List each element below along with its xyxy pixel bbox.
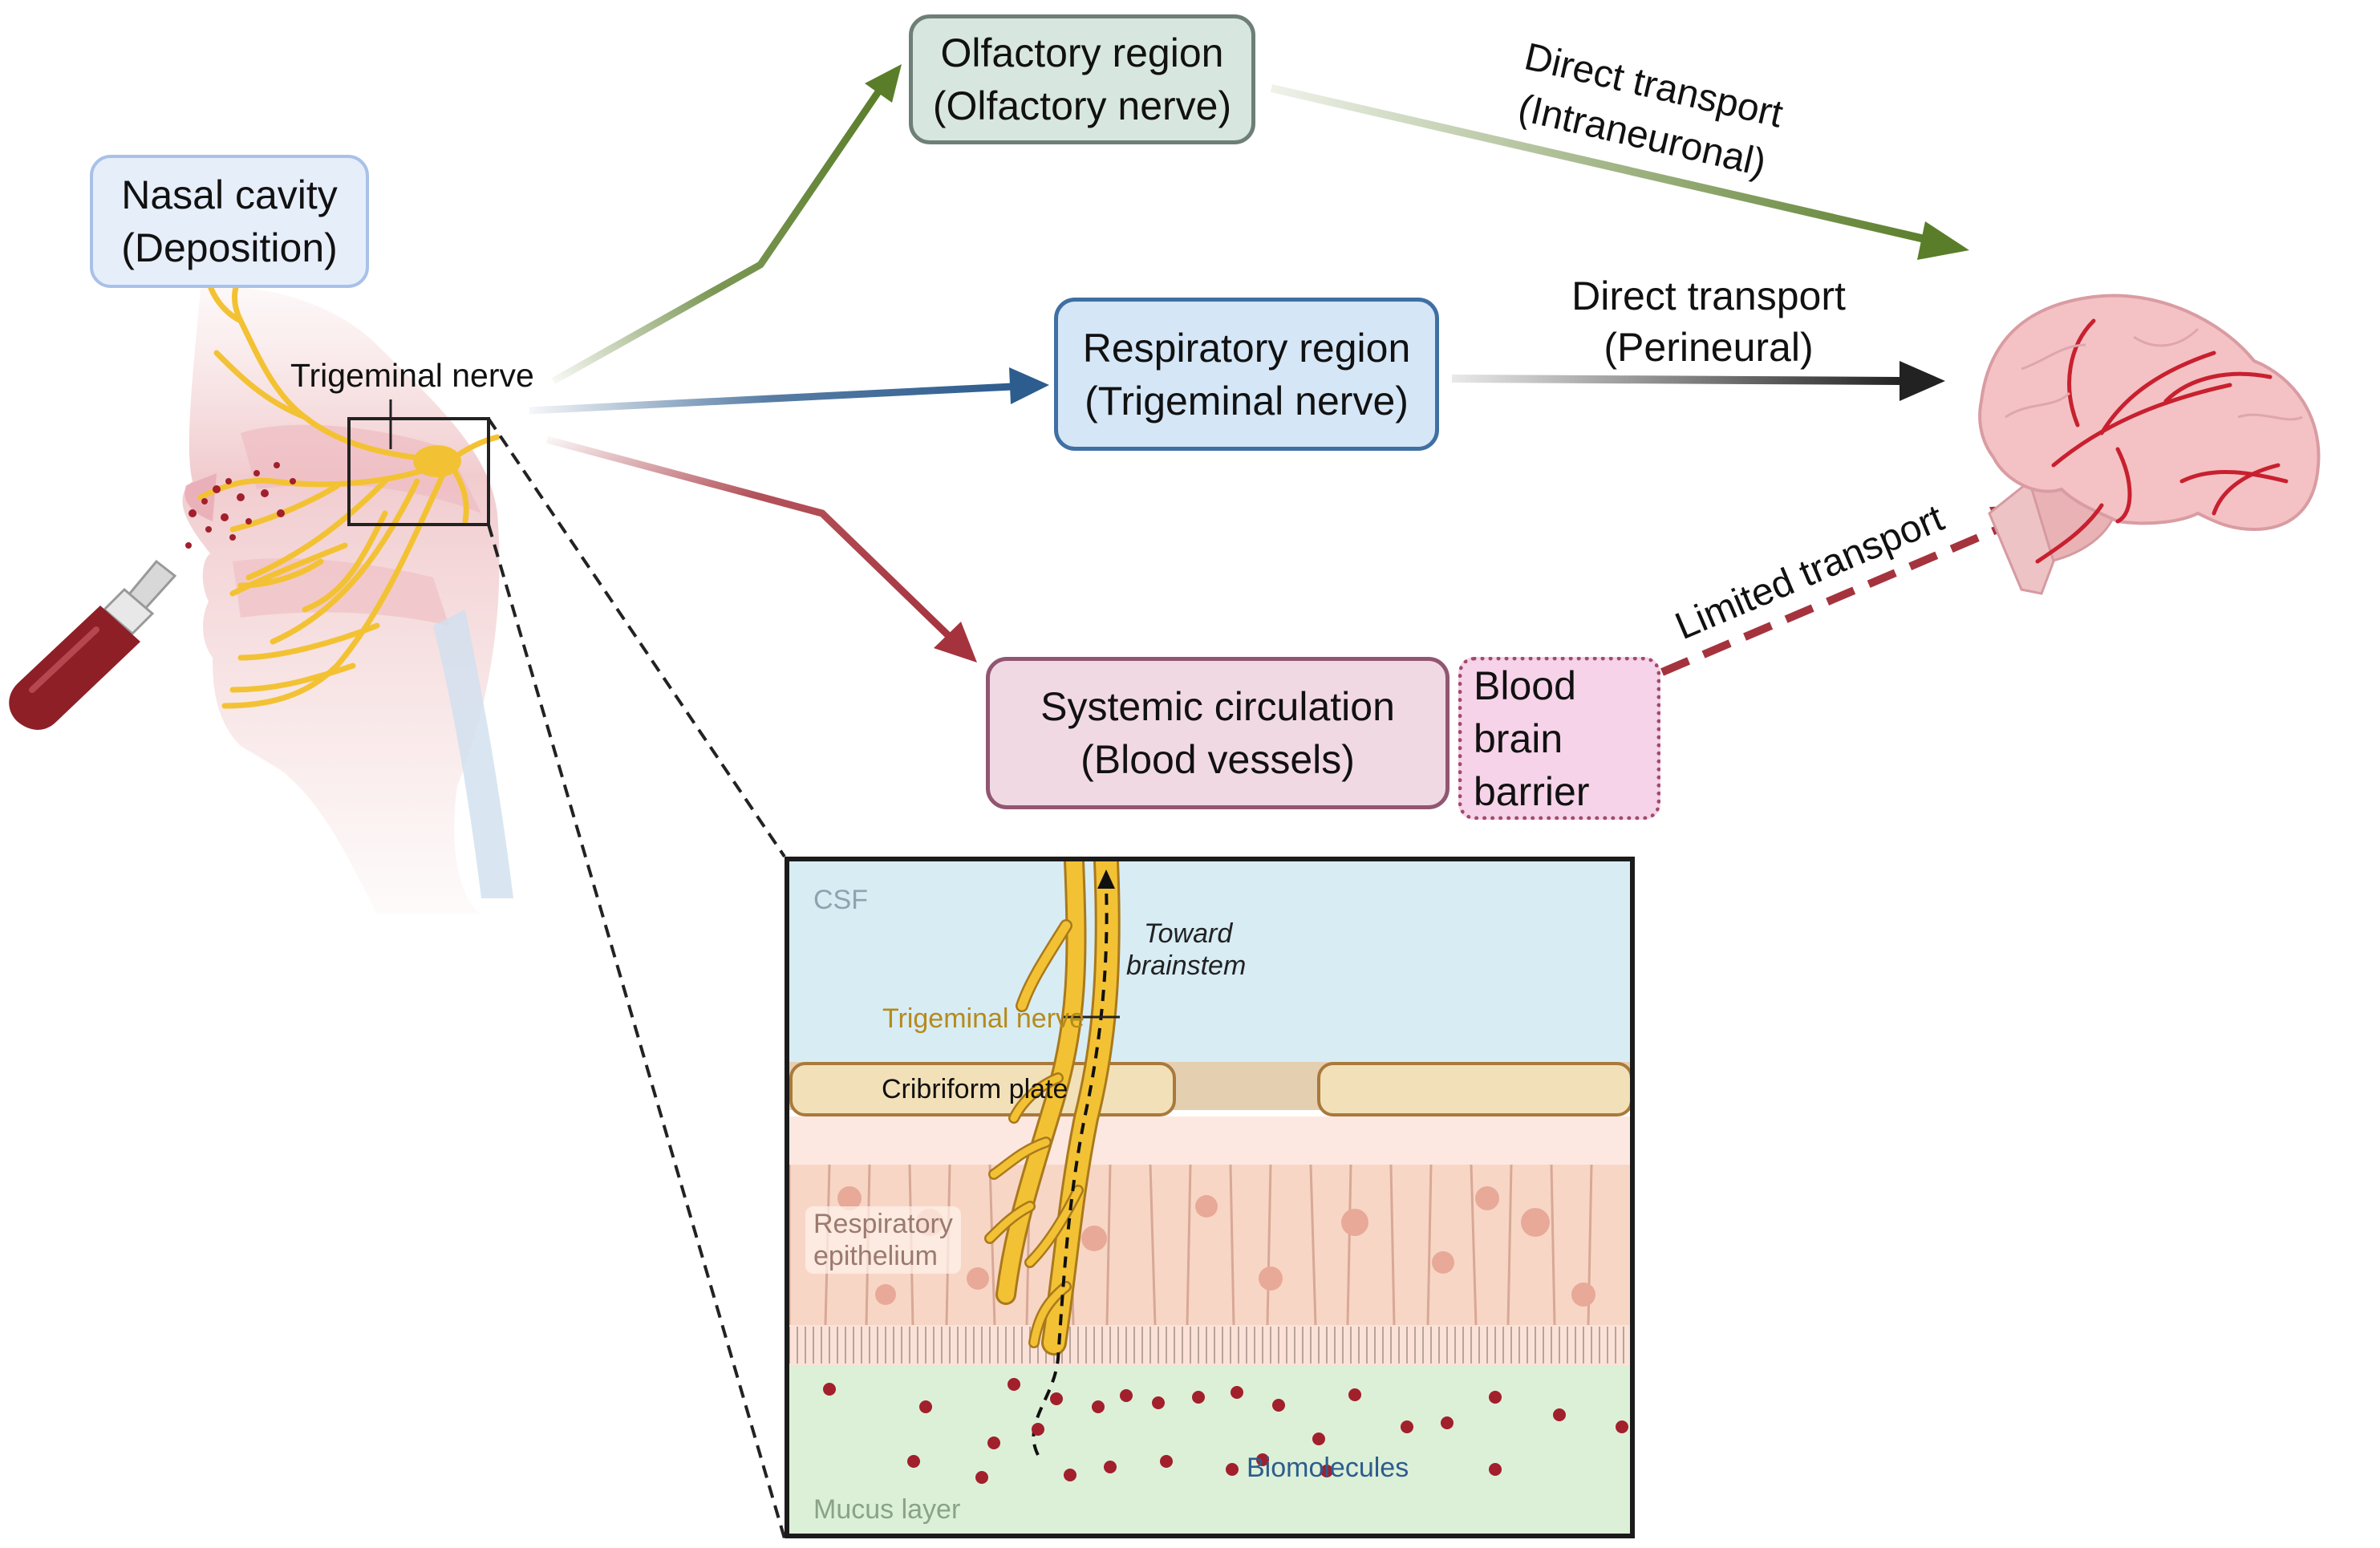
- head-illustration: [182, 287, 513, 914]
- spray-droplets: [185, 462, 296, 549]
- toward-brainstem-line2: brainstem: [1126, 950, 1247, 981]
- inset-illustration: [789, 861, 1630, 1534]
- perineural-label: Direct transport (Perineural): [1548, 270, 1869, 373]
- respiratory-region-box: Respiratory region (Trigeminal nerve): [1054, 298, 1439, 451]
- respiratory-arrow-head: [1009, 367, 1049, 404]
- intraneuronal-transport-arrow: [1270, 84, 1933, 245]
- submucosa-layer: [789, 1116, 1630, 1165]
- blood-brain-barrier-box: Blood brain barrier: [1458, 657, 1660, 820]
- systemic-circulation-subtitle: (Blood vessels): [1081, 737, 1355, 782]
- respiratory-epithelium-line1: Respiratory: [813, 1209, 953, 1239]
- perineural-label-line2: (Perineural): [1604, 325, 1814, 370]
- limited-label-text: Limited transport: [1669, 496, 1950, 647]
- perineural-transport-arrow: [1451, 375, 1904, 385]
- systemic-pathway-arrow: [545, 436, 954, 641]
- bbb-line1: Blood: [1474, 663, 1576, 708]
- respiratory-epithelium-label: Respiratory epithelium: [805, 1206, 961, 1274]
- trigeminal-ganglion: [413, 445, 461, 477]
- perineural-arrow-head: [1900, 361, 1945, 401]
- inset-trigeminal-label: Trigeminal nerve: [882, 1003, 1085, 1034]
- nasal-cavity-title: Nasal cavity: [121, 172, 338, 217]
- intraneuronal-arrow-head: [1917, 221, 1969, 260]
- epithelial-cells: [789, 1164, 1593, 1326]
- toward-brainstem-line1: Toward: [1144, 918, 1233, 949]
- mucus-layer: [789, 1365, 1630, 1534]
- transport-arrow-head: [1097, 869, 1115, 889]
- systemic-circulation-box: Systemic circulation (Blood vessels): [986, 657, 1449, 809]
- cribriform-plate-label: Cribriform plate: [882, 1074, 1068, 1104]
- olfactory-region-title: Olfactory region: [940, 30, 1224, 75]
- zoom-dashed-line-top: [487, 417, 786, 858]
- trigeminal-nerve-label: Trigeminal nerve: [290, 357, 534, 394]
- limited-label: Limited transport: [1669, 496, 1950, 647]
- limited-transport-arrow: [1660, 525, 1999, 676]
- olfactory-region-box: Olfactory region (Olfactory nerve): [909, 14, 1255, 144]
- biomolecules-label: Biomolecules: [1247, 1453, 1409, 1483]
- csf-label: CSF: [813, 885, 868, 915]
- intraneuronal-label: Direct transport (Intraneuronal): [1514, 35, 1787, 184]
- olfactory-region-subtitle: (Olfactory nerve): [932, 83, 1232, 128]
- nasal-cavity-subtitle: (Deposition): [121, 225, 338, 270]
- respiratory-epithelium-line2: epithelium: [813, 1241, 938, 1271]
- cilia: [789, 1327, 1624, 1364]
- magnification-rectangle: [347, 417, 490, 526]
- cilia-layer: [789, 1325, 1630, 1365]
- nasal-spray-bottle: [9, 559, 177, 730]
- transport-pathway-dashed: [1032, 885, 1109, 1456]
- bbb-line2: brain: [1474, 715, 1563, 761]
- respiratory-region-subtitle: (Trigeminal nerve): [1085, 378, 1409, 423]
- zoom-dashed-line-bottom: [487, 524, 786, 1539]
- olfactory-pathway-arrow: [551, 86, 884, 384]
- systemic-arrow-head: [934, 622, 977, 663]
- csf-layer: [789, 861, 1630, 1062]
- trigeminal-cross-section-inset: CSF Toward brainstem Trigeminal nerve Cr…: [785, 857, 1635, 1538]
- mucus-layer-label: Mucus layer: [813, 1494, 961, 1525]
- plate-right: [1317, 1062, 1630, 1116]
- perineural-label-line1: Direct transport: [1571, 274, 1846, 318]
- toward-brainstem-label: Toward brainstem: [1126, 918, 1246, 982]
- olfactory-arrow-head: [865, 64, 902, 103]
- respiratory-pathway-arrow: [529, 383, 1013, 415]
- systemic-circulation-title: Systemic circulation: [1040, 684, 1395, 729]
- nasal-cavity-box: Nasal cavity (Deposition): [90, 155, 369, 288]
- biomolecule-particles: [823, 1378, 1628, 1484]
- brain-illustration: [1978, 294, 2321, 595]
- respiratory-region-title: Respiratory region: [1082, 325, 1411, 371]
- bbb-line3: barrier: [1474, 768, 1590, 814]
